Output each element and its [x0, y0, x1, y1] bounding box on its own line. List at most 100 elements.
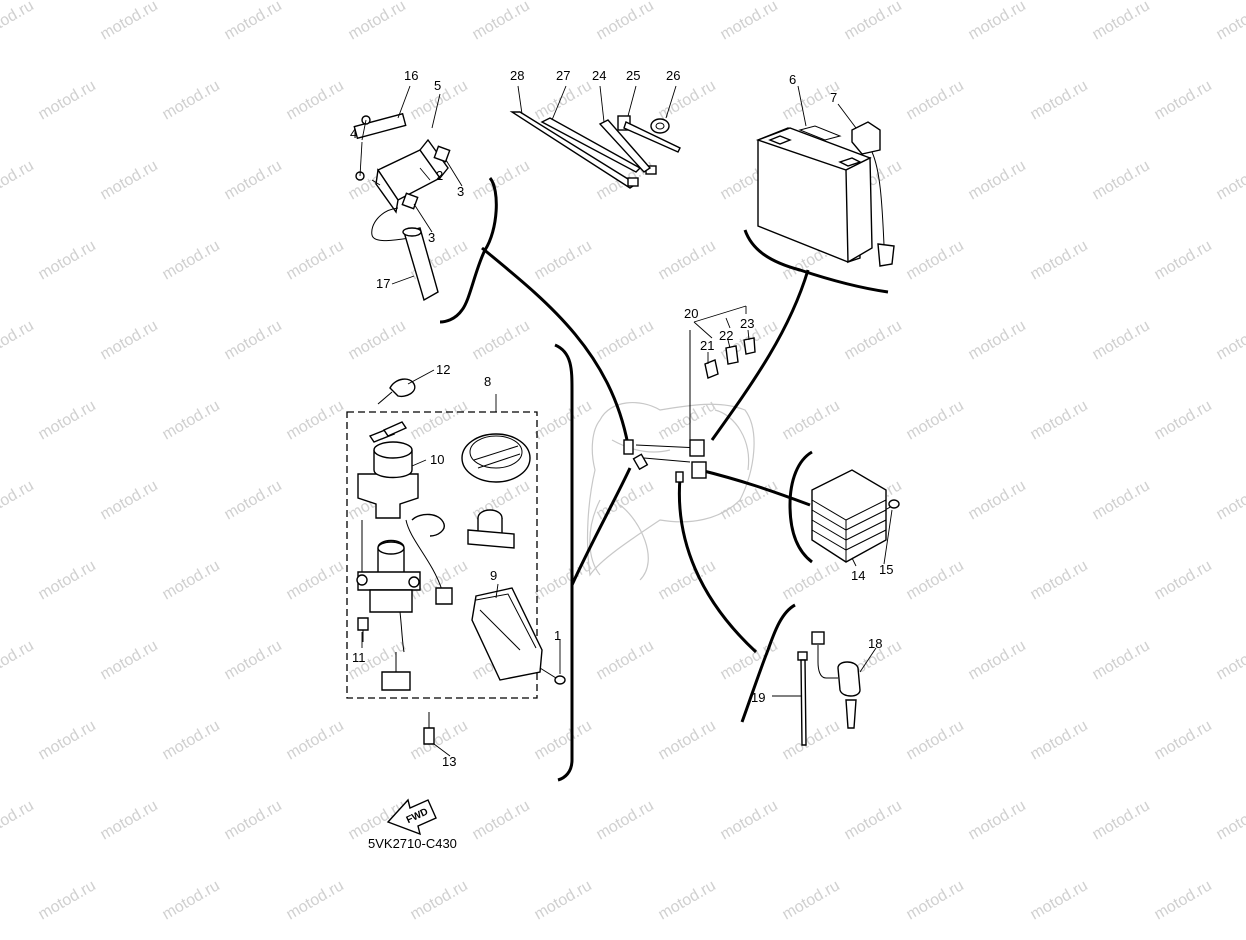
callout-5: 5 [434, 78, 441, 93]
callout-22: 22 [719, 328, 733, 343]
cable-ties [512, 112, 680, 188]
wiring-harness [482, 248, 810, 652]
callout-3-lower: 3 [428, 230, 435, 245]
watermark-text: motod.ru [284, 877, 347, 923]
watermark-text: motod.ru [656, 77, 719, 123]
callout-13: 9 [490, 568, 497, 583]
watermark-text: motod.ru [0, 157, 37, 203]
watermark-text: motod.ru [532, 717, 595, 763]
watermark-text: motod.ru [656, 717, 719, 763]
watermark-text: motod.ru [284, 237, 347, 283]
watermark-text: motod.ru [1214, 637, 1246, 683]
watermark-text: motod.ru [1090, 637, 1153, 683]
watermark-text: motod.ru [346, 317, 409, 363]
callout-20: 20 [684, 306, 698, 321]
fuel-tank-cap [462, 434, 530, 482]
watermark-text: motod.ru [842, 797, 905, 843]
watermark-text: motod.ru [98, 797, 161, 843]
watermark-text: motod.ru [1152, 237, 1215, 283]
watermark-text: motod.ru [780, 717, 843, 763]
watermark-text: motod.ru [346, 0, 409, 43]
watermark-text: motod.ru [222, 797, 285, 843]
callout-14: 10 [430, 452, 444, 467]
neutral-switch [812, 632, 860, 728]
watermark-text: motod.ru [470, 797, 533, 843]
watermark-text: motod.ru [1028, 877, 1091, 923]
watermark-text: motod.ru [904, 237, 967, 283]
watermark-text: motod.ru [36, 237, 99, 283]
callout-18: 18 [868, 636, 882, 651]
watermark-text: motod.ru [36, 77, 99, 123]
callout-24: 24 [592, 68, 606, 83]
watermark-text: motod.ru [1152, 717, 1215, 763]
watermark-text: motod.ru [1152, 77, 1215, 123]
watermark-text: motod.ru [0, 317, 37, 363]
watermark-text: motod.ru [160, 237, 223, 283]
watermark-text: motod.ru [36, 397, 99, 443]
callout-28: 28 [510, 68, 524, 83]
callout-9: 15 [879, 562, 893, 577]
watermark-text: motod.ru [656, 237, 719, 283]
watermark-text: motod.ru [408, 397, 471, 443]
watermark-text: motod.ru [718, 0, 781, 43]
watermark-text: motod.ru [222, 157, 285, 203]
watermark-text: motod.ru [1028, 717, 1091, 763]
watermark-text: motod.ru [0, 637, 37, 683]
watermark-text: motod.ru [470, 317, 533, 363]
watermark-text: motod.ru [284, 77, 347, 123]
watermark-text: motod.ru [718, 797, 781, 843]
watermark-text: motod.ru [1152, 877, 1215, 923]
watermark-text: motod.ru [222, 0, 285, 43]
watermark-text: motod.ru [1090, 477, 1153, 523]
watermark-text: motod.ru [532, 557, 595, 603]
watermark-text: motod.ru [408, 877, 471, 923]
seat-lock [412, 510, 514, 548]
watermark-text: motod.ru [1214, 0, 1246, 43]
watermark-text: motod.ru [656, 877, 719, 923]
watermark-text: motod.ru [904, 77, 967, 123]
watermark-text: motod.ru [36, 557, 99, 603]
diagram-code: 5VK2710-C430 [368, 836, 457, 851]
watermark-text: motod.ru [98, 317, 161, 363]
callout-1: 1 [554, 628, 561, 643]
watermark-text: motod.ru [594, 317, 657, 363]
watermark-text: motod.ru [1214, 157, 1246, 203]
watermark-text: motod.ru [966, 157, 1029, 203]
watermark-text: motod.ru [1152, 557, 1215, 603]
callout-2: 2 [436, 168, 443, 183]
watermark-text: motod.ru [966, 477, 1029, 523]
watermark-text: motod.ru [594, 797, 657, 843]
watermark-text: motod.ru [0, 797, 37, 843]
watermark-text: motod.ru [1214, 797, 1246, 843]
watermark-text: motod.ru [98, 477, 161, 523]
watermark-text: motod.ru [0, 0, 37, 43]
watermark-text: motod.ru [966, 797, 1029, 843]
watermark-text: motod.ru [780, 557, 843, 603]
watermark-text: motod.ru [966, 317, 1029, 363]
watermark-text: motod.ru [780, 877, 843, 923]
watermark-text: motod.ru [1028, 397, 1091, 443]
watermark-text: motod.ru [160, 877, 223, 923]
callout-19: 19 [751, 690, 765, 705]
watermark-text: motod.ru [966, 637, 1029, 683]
watermark-text: motod.ru [98, 157, 161, 203]
watermark-text: motod.ru [594, 637, 657, 683]
watermark-text: motod.ru [222, 317, 285, 363]
watermark-text: motod.ru [1090, 157, 1153, 203]
watermark-text: motod.ru [1214, 477, 1246, 523]
rectifier-regulator [812, 470, 886, 562]
callout-10: 6 [789, 72, 796, 87]
watermark-text: motod.ru [904, 717, 967, 763]
callout-17: 13 [442, 754, 456, 769]
watermark-text: motod.ru [222, 637, 285, 683]
watermark-text: motod.ru [532, 237, 595, 283]
watermark-text: motod.ru [1028, 77, 1091, 123]
callout-15: 11 [352, 650, 366, 665]
watermark-text: motod.ru [160, 397, 223, 443]
watermark-text: motod.ru [594, 0, 657, 43]
callout-25: 25 [626, 68, 640, 83]
watermark-text: motod.ru [532, 77, 595, 123]
watermark-text: motod.ru [0, 477, 37, 523]
